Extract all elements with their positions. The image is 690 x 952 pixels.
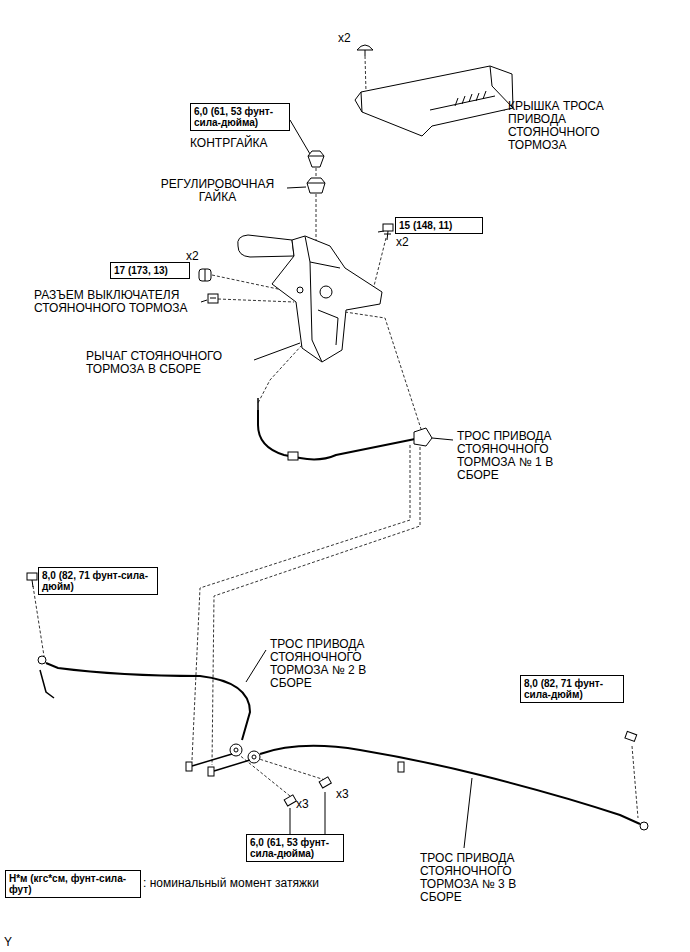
torque-box: 8,0 (82, 71 фунт-сила-дюйм): [38, 567, 158, 595]
label-holder: x2: [396, 236, 416, 249]
label-holder: РЫЧАГ СТОЯНОЧНОГО ТОРМОЗА В СБОРЕ: [86, 350, 251, 376]
label-holder: x3: [336, 788, 356, 801]
label-holder: ТРОС ПРИВОДА СТОЯНОЧНОГО ТОРМОЗА № 2 В С…: [270, 638, 388, 690]
torque-value: 6,0 (61, 53 фунт-сила-дюйма): [250, 837, 340, 859]
torque-value: 8,0 (82, 71 фунт-сила-дюйм): [42, 570, 154, 592]
part-label: : номинальный момент затяжки: [143, 877, 363, 890]
part-label: КОНТРГАЙКА: [190, 137, 290, 150]
torque-value: 15 (148, 11): [399, 220, 479, 231]
label-holder: РЕГУЛИРОВОЧНАЯ ГАЙКА: [150, 178, 285, 204]
torque-box: 8,0 (82, 71 фунт-сила-дюйм): [520, 675, 624, 703]
torque-box: 6,0 (61, 53 фунт-сила-дюйма): [190, 103, 290, 131]
legend-box: Н*м (кгс*см, фунт-сила-фут): [5, 870, 141, 898]
label-holder: : номинальный момент затяжки: [143, 877, 363, 890]
part-label: РАЗЪЕМ ВЫКЛЮЧАТЕЛЯ СТОЯНОЧНОГО ТОРМОЗА: [34, 289, 200, 315]
label-holder: x3: [296, 798, 316, 811]
label-holder: КОНТРГАЙКА: [190, 137, 290, 150]
part-label: Y: [4, 936, 24, 949]
label-holder: Y: [4, 936, 24, 949]
torque-value: 6,0 (61, 53 фунт-сила-дюйма): [194, 106, 286, 128]
part-label: РЫЧАГ СТОЯНОЧНОГО ТОРМОЗА В СБОРЕ: [86, 350, 251, 376]
label-holder: ТРОС ПРИВОДА СТОЯНОЧНОГО ТОРМОЗА № 1 В С…: [457, 430, 575, 482]
label-holder: x2: [338, 32, 358, 45]
torque-box: 6,0 (61, 53 фунт-сила-дюйма): [246, 834, 344, 862]
part-label: ТРОС ПРИВОДА СТОЯНОЧНОГО ТОРМОЗА № 3 В С…: [420, 852, 538, 904]
label-holder: КРЫШКА ТРОСА ПРИВОДА СТОЯНОЧНОГО ТОРМОЗА: [508, 100, 620, 152]
torque-value: 8,0 (82, 71 фунт-сила-дюйм): [524, 678, 620, 700]
torque-value: 17 (173, 13): [114, 265, 186, 276]
part-label: ТРОС ПРИВОДА СТОЯНОЧНОГО ТОРМОЗА № 2 В С…: [270, 638, 388, 690]
quantity-callout: x2: [338, 32, 358, 45]
torque-box: 17 (173, 13): [110, 262, 190, 279]
torque-box: 15 (148, 11): [395, 217, 483, 234]
part-label: КРЫШКА ТРОСА ПРИВОДА СТОЯНОЧНОГО ТОРМОЗА: [508, 100, 620, 152]
label-holder: РАЗЪЕМ ВЫКЛЮЧАТЕЛЯ СТОЯНОЧНОГО ТОРМОЗА: [34, 289, 200, 315]
part-label: ТРОС ПРИВОДА СТОЯНОЧНОГО ТОРМОЗА № 1 В С…: [457, 430, 575, 482]
quantity-callout: x3: [296, 798, 316, 811]
quantity-callout: x2: [186, 250, 206, 263]
label-holder: ТРОС ПРИВОДА СТОЯНОЧНОГО ТОРМОЗА № 3 В С…: [420, 852, 538, 904]
label-holder: x2: [186, 250, 206, 263]
part-label: РЕГУЛИРОВОЧНАЯ ГАЙКА: [150, 178, 285, 204]
quantity-callout: x2: [396, 236, 416, 249]
torque-value: Н*м (кгс*см, фунт-сила-фут): [9, 873, 137, 895]
quantity-callout: x3: [336, 788, 356, 801]
